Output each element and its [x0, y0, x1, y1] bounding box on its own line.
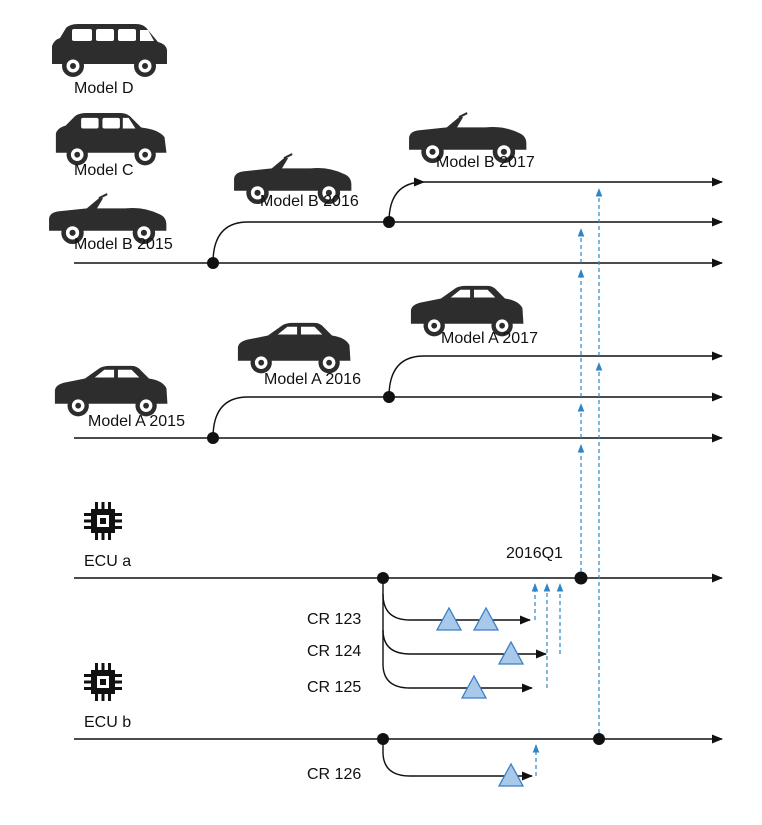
- branch-cr-124: [382, 594, 548, 659]
- change-triangle: [472, 606, 500, 631]
- branch-cr-123: [382, 578, 532, 625]
- label-ecu-a: ECU a: [84, 553, 131, 570]
- branch-model-b-2016: [212, 221, 249, 264]
- branch-model-a-2016: [212, 396, 249, 439]
- label-model-a-2015: Model A 2015: [88, 413, 185, 430]
- hatchback-car-icon: [55, 112, 167, 166]
- branch-point: [383, 216, 395, 228]
- label-cr-123: CR 123: [307, 611, 361, 628]
- sedan-car-icon: [410, 285, 524, 337]
- label-cr-125: CR 125: [307, 679, 361, 696]
- suv-car-icon: [52, 24, 167, 77]
- change-triangle: [460, 674, 488, 699]
- dependency-arrows: [531, 188, 603, 776]
- branch-point: [207, 257, 219, 269]
- label-ecu-b: ECU b: [84, 714, 131, 731]
- change-triangle: [435, 606, 463, 631]
- milestone-point: [574, 571, 588, 585]
- branch-point: [377, 572, 389, 584]
- label-milestone-2016q1: 2016Q1: [506, 545, 563, 562]
- sedan-car-icon: [54, 365, 168, 417]
- label-model-c: Model C: [74, 162, 134, 179]
- label-cr-124: CR 124: [307, 643, 361, 660]
- change-triangle: [497, 762, 525, 787]
- branch-cr-126: [382, 739, 534, 781]
- change-triangle: [497, 640, 525, 665]
- branch-model-b-2017: [388, 177, 426, 223]
- branch-point: [207, 432, 219, 444]
- branch-model-a-2017: [388, 355, 425, 398]
- sedan-car-icon: [237, 322, 351, 374]
- label-model-d: Model D: [74, 80, 134, 97]
- label-model-a-2016: Model A 2016: [264, 371, 361, 388]
- label-model-b-2016: Model B 2016: [260, 193, 359, 210]
- chip-icon: [84, 502, 122, 540]
- label-cr-126: CR 126: [307, 766, 361, 783]
- label-model-a-2017: Model A 2017: [441, 330, 538, 347]
- branch-point: [377, 733, 389, 745]
- milestone-point: [593, 733, 605, 745]
- label-model-b-2017: Model B 2017: [436, 154, 535, 171]
- branch-point: [383, 391, 395, 403]
- chip-icon: [84, 663, 122, 701]
- branch-cr-125: [382, 630, 534, 693]
- label-model-b-2015: Model B 2015: [74, 236, 173, 253]
